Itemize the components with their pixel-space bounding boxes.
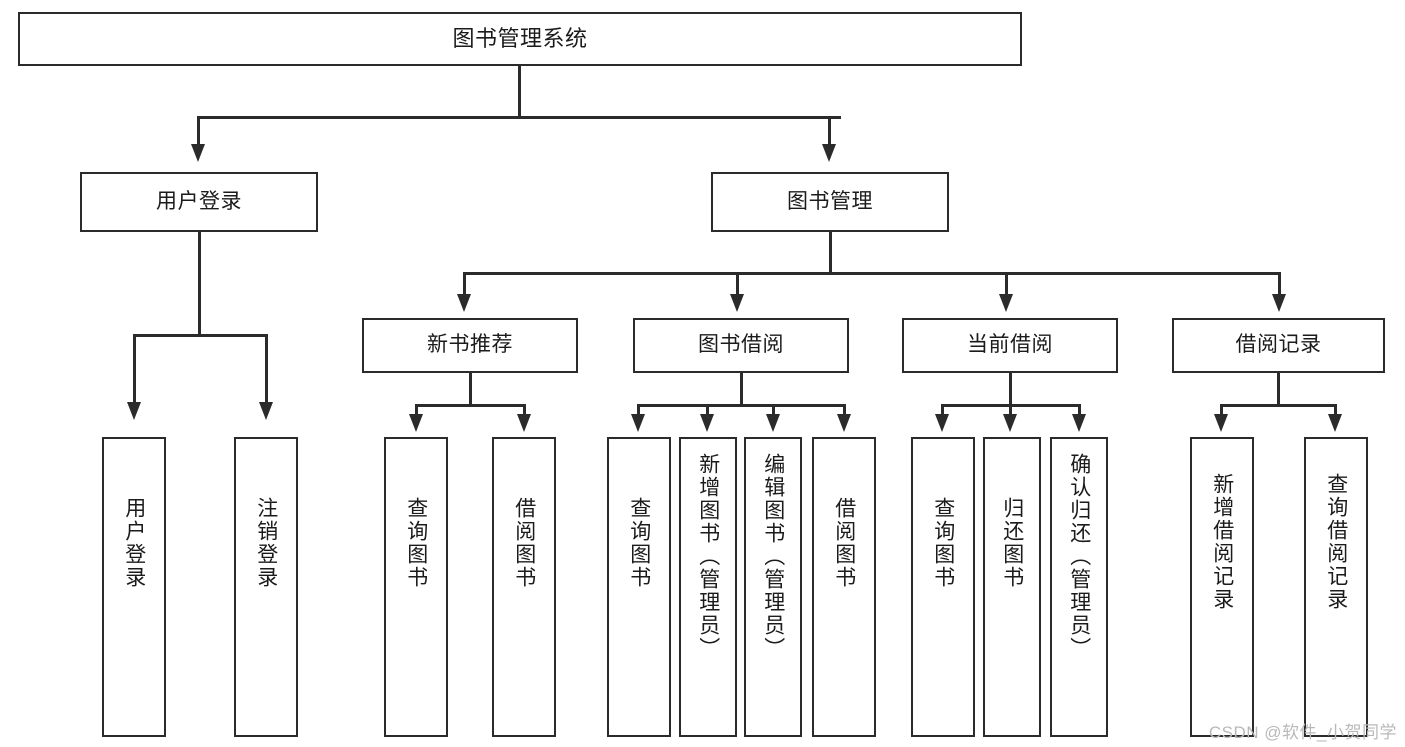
arrow-user-login-to-leaf-1 (127, 402, 141, 420)
edge-book-manage-to-l3-3 (1005, 272, 1008, 296)
node-borrow-record[interactable]: 借阅记录 (1172, 318, 1385, 373)
edge-borrow-record-to-leaf-1 (1220, 404, 1223, 418)
leaf-label: 借阅图书 (512, 497, 536, 589)
arrow-current-borrow-to-leaf-1 (935, 414, 949, 432)
leaf-borrow-book[interactable]: 借阅图书 (812, 437, 876, 737)
edge-new-book-to-leaf-1 (415, 404, 418, 418)
edge-user-login-to-leaf-1 (133, 334, 136, 404)
edge-book-borrow-stem (740, 373, 743, 407)
arrow-user-login-to-leaf-2 (259, 402, 273, 420)
leaf-label: 新增图书（管理员） (696, 453, 720, 660)
arrow-book-borrow-to-leaf-3 (766, 414, 780, 432)
edge-user-login-bar (133, 334, 268, 337)
leaf-label: 借阅图书 (832, 497, 856, 589)
arrow-book-manage-to-l3-3 (999, 294, 1013, 312)
arrow-new-book-to-leaf-1 (409, 414, 423, 432)
node-current-borrow[interactable]: 当前借阅 (902, 318, 1118, 373)
arrow-root-to-user-login (191, 144, 205, 162)
node-new-book-recommend[interactable]: 新书推荐 (362, 318, 578, 373)
arrow-borrow-record-to-leaf-1 (1214, 414, 1228, 432)
node-root-system[interactable]: 图书管理系统 (18, 12, 1022, 66)
arrow-root-to-book-manage (822, 144, 836, 162)
leaf-label: 归还图书 (1000, 497, 1024, 589)
leaf-return-book[interactable]: 归还图书 (983, 437, 1041, 737)
edge-root-to-user-login (197, 116, 200, 146)
edge-borrow-record-to-leaf-2 (1334, 404, 1337, 418)
edge-new-book-stem (469, 373, 472, 407)
leaf-add-borrow-record[interactable]: 新增借阅记录 (1190, 437, 1254, 737)
arrow-book-manage-to-l3-4 (1272, 294, 1286, 312)
node-user-login[interactable]: 用户登录 (80, 172, 318, 232)
leaf-label: 查询图书 (627, 497, 651, 589)
edge-book-borrow-to-leaf-3 (772, 404, 775, 418)
edge-borrow-record-stem (1277, 373, 1280, 407)
leaf-user-login[interactable]: 用户登录 (102, 437, 166, 737)
edge-current-borrow-to-leaf-3 (1078, 404, 1081, 418)
arrow-book-manage-to-l3-2 (730, 294, 744, 312)
edge-new-book-bar (415, 404, 526, 407)
arrow-book-borrow-to-leaf-1 (631, 414, 645, 432)
node-label: 当前借阅 (967, 333, 1053, 357)
arrow-book-borrow-to-leaf-2 (700, 414, 714, 432)
node-label: 图书借阅 (698, 333, 784, 357)
leaf-label: 确认归还（管理员） (1067, 453, 1091, 660)
leaf-label: 注销登录 (254, 497, 278, 589)
node-label: 新书推荐 (427, 333, 513, 357)
leaf-edit-book-admin[interactable]: 编辑图书（管理员） (744, 437, 802, 737)
edge-book-manage-to-l3-1 (463, 272, 466, 296)
edge-current-borrow-stem (1009, 373, 1012, 407)
node-label: 图书管理 (787, 189, 873, 213)
node-book-management[interactable]: 图书管理 (711, 172, 949, 232)
edge-book-borrow-to-leaf-2 (706, 404, 709, 418)
edge-book-manage-to-l3-4 (1278, 272, 1281, 296)
arrow-book-borrow-to-leaf-4 (837, 414, 851, 432)
leaf-query-book-recommend[interactable]: 查询图书 (384, 437, 448, 737)
leaf-query-book-current[interactable]: 查询图书 (911, 437, 975, 737)
edge-user-login-to-leaf-2 (265, 334, 268, 404)
edge-root-to-book-manage (828, 116, 831, 146)
leaf-label: 用户登录 (122, 497, 146, 589)
node-label: 用户登录 (156, 189, 242, 213)
leaf-query-book-borrow[interactable]: 查询图书 (607, 437, 671, 737)
leaf-label: 新增借阅记录 (1210, 473, 1234, 611)
leaf-label: 查询图书 (404, 497, 428, 589)
edge-book-manage-stem (829, 232, 832, 274)
arrow-new-book-to-leaf-2 (517, 414, 531, 432)
leaf-borrow-book-recommend[interactable]: 借阅图书 (492, 437, 556, 737)
leaf-label: 查询借阅记录 (1324, 473, 1348, 611)
edge-root-bar (197, 116, 841, 119)
edge-book-borrow-bar (637, 404, 846, 407)
node-label: 图书管理系统 (452, 26, 588, 52)
edge-current-borrow-to-leaf-2 (1009, 404, 1012, 418)
leaf-label: 编辑图书（管理员） (761, 453, 785, 660)
leaf-add-book-admin[interactable]: 新增图书（管理员） (679, 437, 737, 737)
node-label: 借阅记录 (1235, 333, 1322, 357)
leaf-confirm-return-admin[interactable]: 确认归还（管理员） (1050, 437, 1108, 737)
edge-book-manage-bar (463, 272, 1281, 275)
arrow-borrow-record-to-leaf-2 (1328, 414, 1342, 432)
edge-root-stem (518, 66, 521, 118)
edge-book-borrow-to-leaf-4 (843, 404, 846, 418)
edge-current-borrow-to-leaf-1 (941, 404, 944, 418)
csdn-watermark: CSDN @软件_小贺同学 (1208, 723, 1397, 742)
leaf-logout[interactable]: 注销登录 (234, 437, 298, 737)
edge-new-book-to-leaf-2 (523, 404, 526, 418)
edge-book-borrow-to-leaf-1 (637, 404, 640, 418)
leaf-query-borrow-record[interactable]: 查询借阅记录 (1304, 437, 1368, 737)
arrow-current-borrow-to-leaf-2 (1003, 414, 1017, 432)
leaf-label: 查询图书 (931, 497, 955, 589)
node-book-borrow[interactable]: 图书借阅 (633, 318, 849, 373)
arrow-book-manage-to-l3-1 (457, 294, 471, 312)
arrow-current-borrow-to-leaf-3 (1072, 414, 1086, 432)
edge-borrow-record-bar (1220, 404, 1337, 407)
edge-user-login-stem (198, 232, 201, 336)
edge-book-manage-to-l3-2 (736, 272, 739, 296)
